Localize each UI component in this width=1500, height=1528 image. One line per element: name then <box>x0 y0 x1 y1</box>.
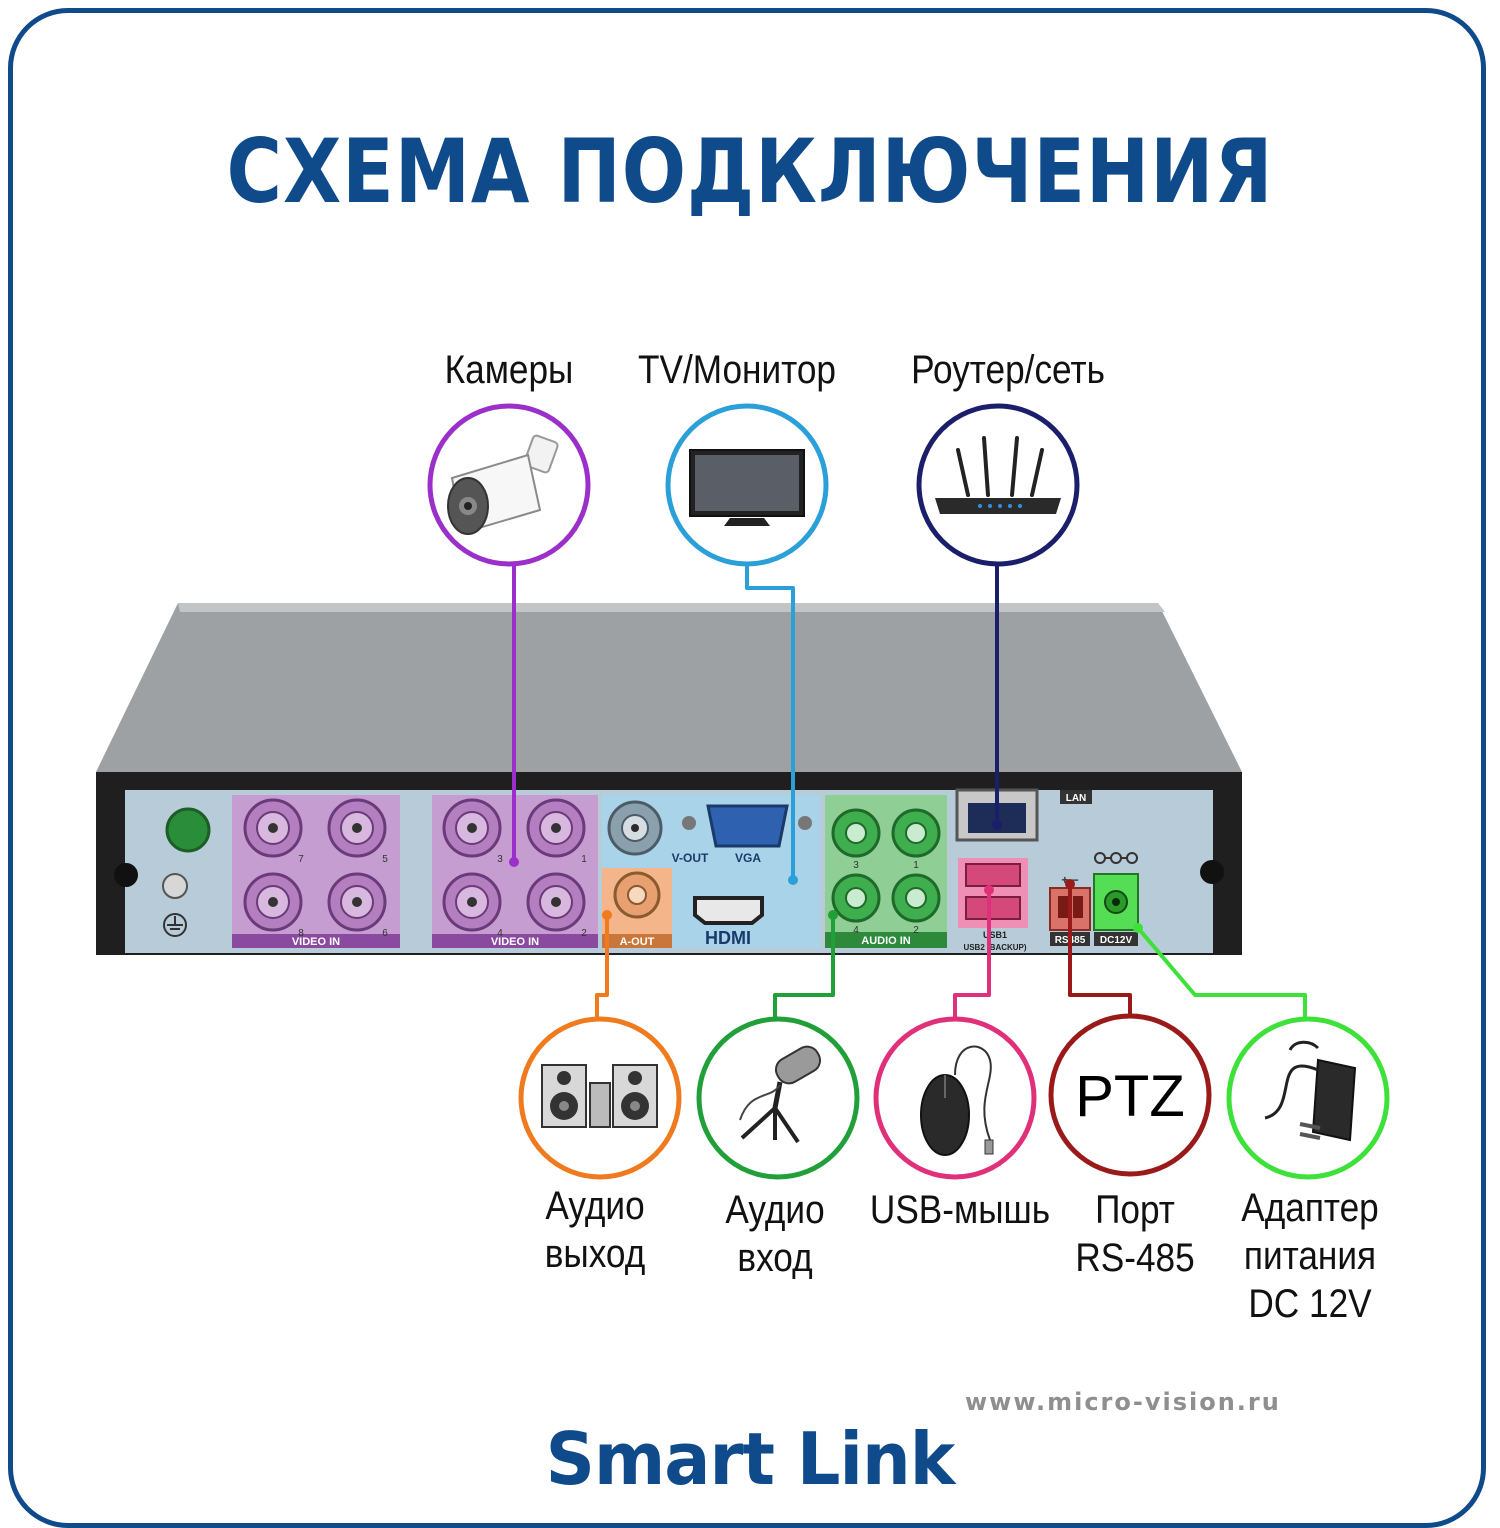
ground-symbol-icon <box>163 913 187 937</box>
bnc-connector-right-0: 3 <box>442 798 503 865</box>
bnc-number-label: 6 <box>382 928 388 939</box>
website-url[interactable]: www.micro-vision.ru <box>965 1388 1281 1416</box>
vga-screw-left <box>682 816 696 830</box>
vga-connector <box>706 804 789 848</box>
screw-right <box>1200 860 1224 884</box>
bnc-connector-right-1: 1 <box>526 798 587 865</box>
label-power-line-3: DC 12V <box>1248 1282 1372 1326</box>
vga-screw-right <box>798 816 812 830</box>
rca-connector-3: 2 <box>891 873 941 936</box>
bnc-connector-left-2: 8 <box>243 872 304 939</box>
label-power-line-1: Адаптер <box>1241 1186 1379 1230</box>
v-out-connector <box>607 800 663 856</box>
ptz-icon: PTZ <box>1075 1064 1185 1129</box>
wifi-router-icon <box>935 436 1061 514</box>
device-circle-tv <box>665 403 829 567</box>
device-circle-cameras <box>427 403 591 567</box>
bnc-number-label: 1 <box>581 854 587 865</box>
device-circle-ptz: PTZ <box>1048 1013 1212 1177</box>
bnc-connector-left-3: 6 <box>327 872 388 939</box>
bnc-number-label: 2 <box>581 928 587 939</box>
label-cameras: Камеры <box>444 348 574 392</box>
power-adapter-icon <box>1264 1040 1357 1142</box>
line-rs485 <box>1068 884 1132 1018</box>
microphone-icon <box>739 1045 822 1144</box>
label-audio-in-line-2: вход <box>737 1236 813 1280</box>
label-audio-out-line-1: Аудио <box>545 1184 645 1228</box>
bnc-connectors-left: 7 5 8 6 <box>243 798 388 939</box>
video-in-label-left: VIDEO IN <box>292 936 340 948</box>
label-tv-monitor: TV/Монитор <box>637 348 837 392</box>
line-power <box>1136 926 1307 1018</box>
security-camera-icon <box>447 434 559 535</box>
device-circle-power <box>1226 1016 1390 1180</box>
label-usb-mouse-line-1: USB-мышь <box>869 1188 1051 1232</box>
page-title: СХЕМА ПОДКЛЮЧЕНИЯ <box>226 120 1274 223</box>
bnc-number-label: 5 <box>382 854 388 865</box>
device-circle-router <box>916 403 1080 567</box>
line-audio-out <box>595 915 609 1018</box>
ground-sticker <box>165 807 211 853</box>
ground-screw <box>162 873 188 899</box>
screw-left <box>114 863 138 887</box>
label-rs485-line-1: Порт <box>1095 1188 1175 1232</box>
label-audio-in-line-1: Аудио <box>725 1188 825 1232</box>
bnc-connector-right-2: 4 <box>442 872 503 939</box>
label-power-adapter: Адаптер питания DC 12V <box>1222 1184 1398 1328</box>
dc12v-label: DC12V <box>1100 935 1133 946</box>
a-out-connector <box>613 871 661 919</box>
rca-connector-1: 1 <box>891 808 941 871</box>
rca-number-label: 1 <box>913 860 919 871</box>
lan-label: LAN <box>1066 793 1087 804</box>
usb2-port <box>965 896 1021 920</box>
label-audio-in: Аудио вход <box>691 1186 858 1282</box>
tv-monitor-icon <box>689 449 805 526</box>
rca-connector-0: 3 <box>831 808 881 871</box>
rca-connector-2: 4 <box>831 873 881 936</box>
a-out-label: A-OUT <box>620 936 655 948</box>
audio-in-label: AUDIO IN <box>861 935 911 947</box>
v-out-label: V-OUT <box>672 851 709 865</box>
line-audio-in <box>773 915 835 1018</box>
rca-number-label: 4 <box>853 925 859 936</box>
hdmi-connector <box>693 896 764 925</box>
hdmi-label: HDMI <box>705 928 751 948</box>
label-power-line-2: питания <box>1243 1234 1377 1278</box>
usb1-label: USB1 <box>983 930 1007 940</box>
speakers-icon <box>541 1064 658 1128</box>
bnc-connector-left-0: 7 <box>243 798 304 865</box>
video-in-label-right: VIDEO IN <box>491 936 539 948</box>
bnc-number-label: 7 <box>298 854 304 865</box>
label-rs485: Порт RS-485 <box>1051 1186 1218 1282</box>
brand-logo: Smart Link <box>541 1418 959 1500</box>
label-rs485-line-2: RS-485 <box>1075 1236 1195 1280</box>
rca-number-label: 2 <box>913 925 919 936</box>
line-usb <box>953 890 991 1018</box>
bnc-connectors-right: 3 1 4 2 <box>442 798 587 939</box>
usb2-label: USB2 (BACKUP) <box>963 943 1026 952</box>
rca-number-label: 3 <box>853 860 859 871</box>
usb1-port <box>965 863 1021 887</box>
device-circle-audio-out <box>518 1016 682 1180</box>
vga-label: VGA <box>735 851 761 865</box>
device-circle-usb-mouse <box>873 1016 1037 1180</box>
label-usb-mouse: USB-мышь <box>868 1186 1053 1234</box>
bnc-connector-right-3: 2 <box>526 872 587 939</box>
dc-polarity-icon <box>1094 852 1138 864</box>
label-audio-out-line-2: выход <box>544 1232 646 1276</box>
lan-badge <box>1060 790 1092 804</box>
label-router: Роутер/сеть <box>911 348 1105 392</box>
bnc-number-label: 8 <box>298 928 304 939</box>
rca-connectors: 3 1 4 2 <box>831 808 941 936</box>
line-tv <box>745 565 795 880</box>
bnc-number-label: 4 <box>497 928 503 939</box>
device-circle-audio-in <box>696 1016 860 1180</box>
connection-lines <box>512 565 1307 1018</box>
bnc-connector-left-1: 5 <box>327 798 388 865</box>
label-audio-out: Аудио выход <box>511 1182 678 1278</box>
bnc-number-label: 3 <box>497 854 503 865</box>
computer-mouse-icon <box>920 1045 994 1156</box>
